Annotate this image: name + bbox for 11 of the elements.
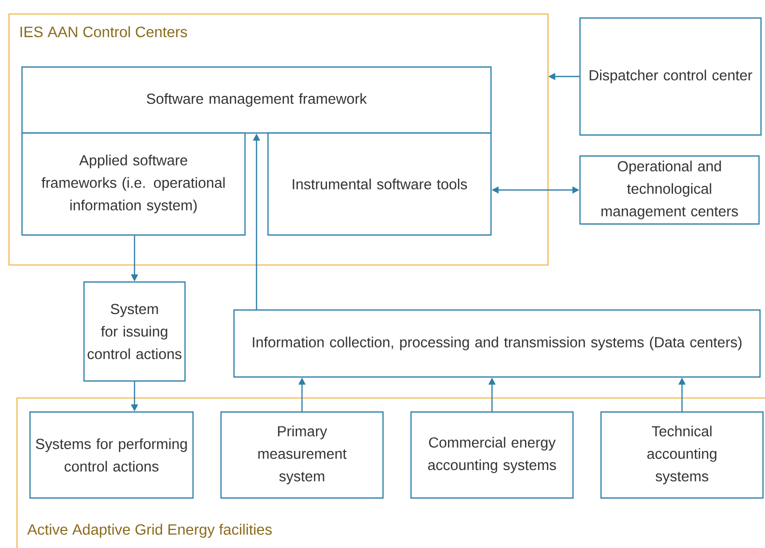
process-box: System for issuing control actions: [83, 281, 186, 382]
process-box: Primary measurement system: [220, 411, 384, 499]
process-box: Operational and technological management centers: [579, 155, 760, 225]
process-box: Applied software frameworks (i.e. operational information system): [21, 132, 246, 236]
process-box: Technical accounting systems: [600, 411, 764, 499]
process-box: Commercial energy accounting systems: [410, 411, 574, 499]
process-box: Information collection, processing and transmission systems (Data centers): [233, 309, 761, 378]
process-box: Instrumental software tools: [267, 132, 492, 236]
process-box: Dispatcher control center: [579, 17, 762, 136]
process-box: Software management framework: [21, 66, 492, 134]
process-box: Systems for performing control actions: [29, 411, 194, 499]
